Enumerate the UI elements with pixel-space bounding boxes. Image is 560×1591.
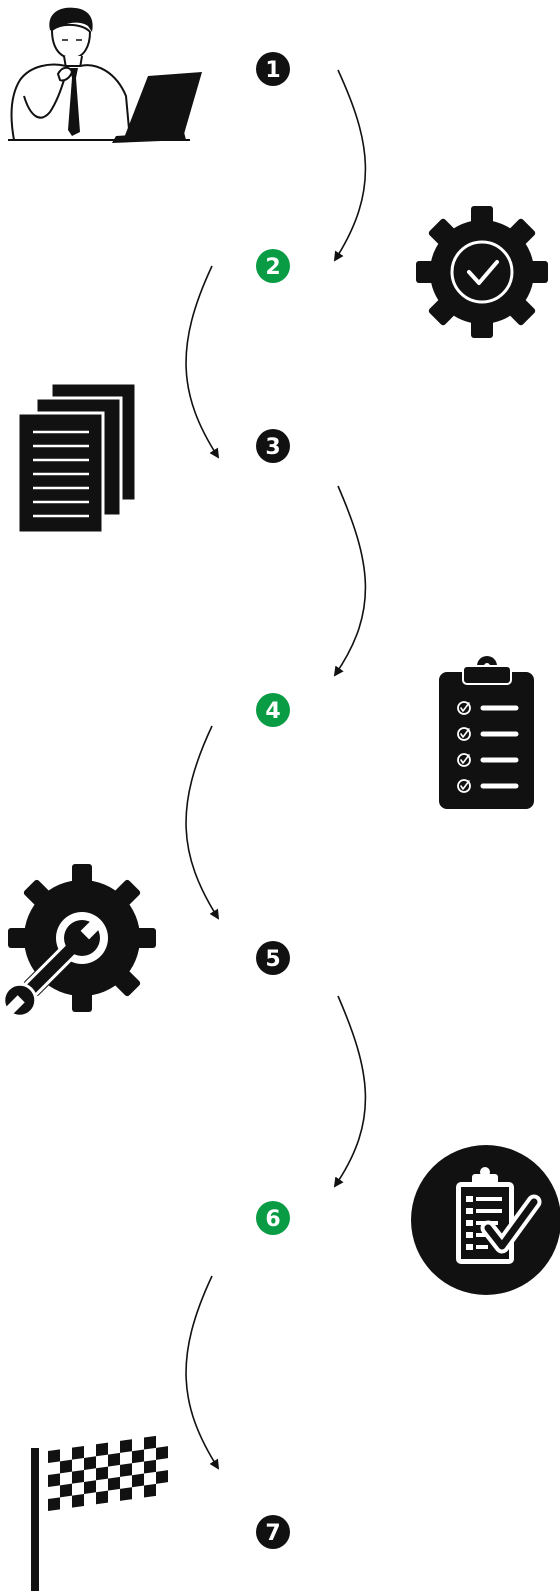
gear-wrench-icon — [0, 864, 156, 1027]
step-badge-6: 6 — [256, 1201, 290, 1235]
clipboard-approved-icon — [411, 1145, 560, 1295]
connector-arrow-3-4 — [335, 486, 365, 675]
step-number-3: 3 — [265, 435, 280, 460]
step-number-5: 5 — [265, 947, 280, 972]
step-badge-1: 1 — [256, 52, 290, 86]
step-badge-5: 5 — [256, 941, 290, 975]
connector-arrow-2-3 — [186, 266, 218, 457]
clipboard-checklist-icon — [439, 656, 534, 809]
documents-icon — [18, 383, 136, 533]
gear-check-icon — [416, 206, 548, 338]
connector-arrow-1-2 — [335, 70, 365, 260]
checkered-flag-icon — [31, 1434, 168, 1591]
step-number-4: 4 — [265, 699, 280, 724]
person-laptop-icon — [8, 8, 202, 143]
connector-arrow-6-7 — [186, 1276, 218, 1468]
connector-arrow-5-6 — [335, 996, 365, 1186]
step-badge-2: 2 — [256, 249, 290, 283]
connector-arrow-4-5 — [186, 726, 218, 918]
step-badge-3: 3 — [256, 429, 290, 463]
step-badge-4: 4 — [256, 693, 290, 727]
step-number-2: 2 — [265, 255, 280, 280]
step-number-7: 7 — [265, 1521, 280, 1546]
step-badge-7: 7 — [256, 1515, 290, 1549]
step-number-1: 1 — [265, 58, 280, 83]
step-number-6: 6 — [265, 1207, 280, 1232]
